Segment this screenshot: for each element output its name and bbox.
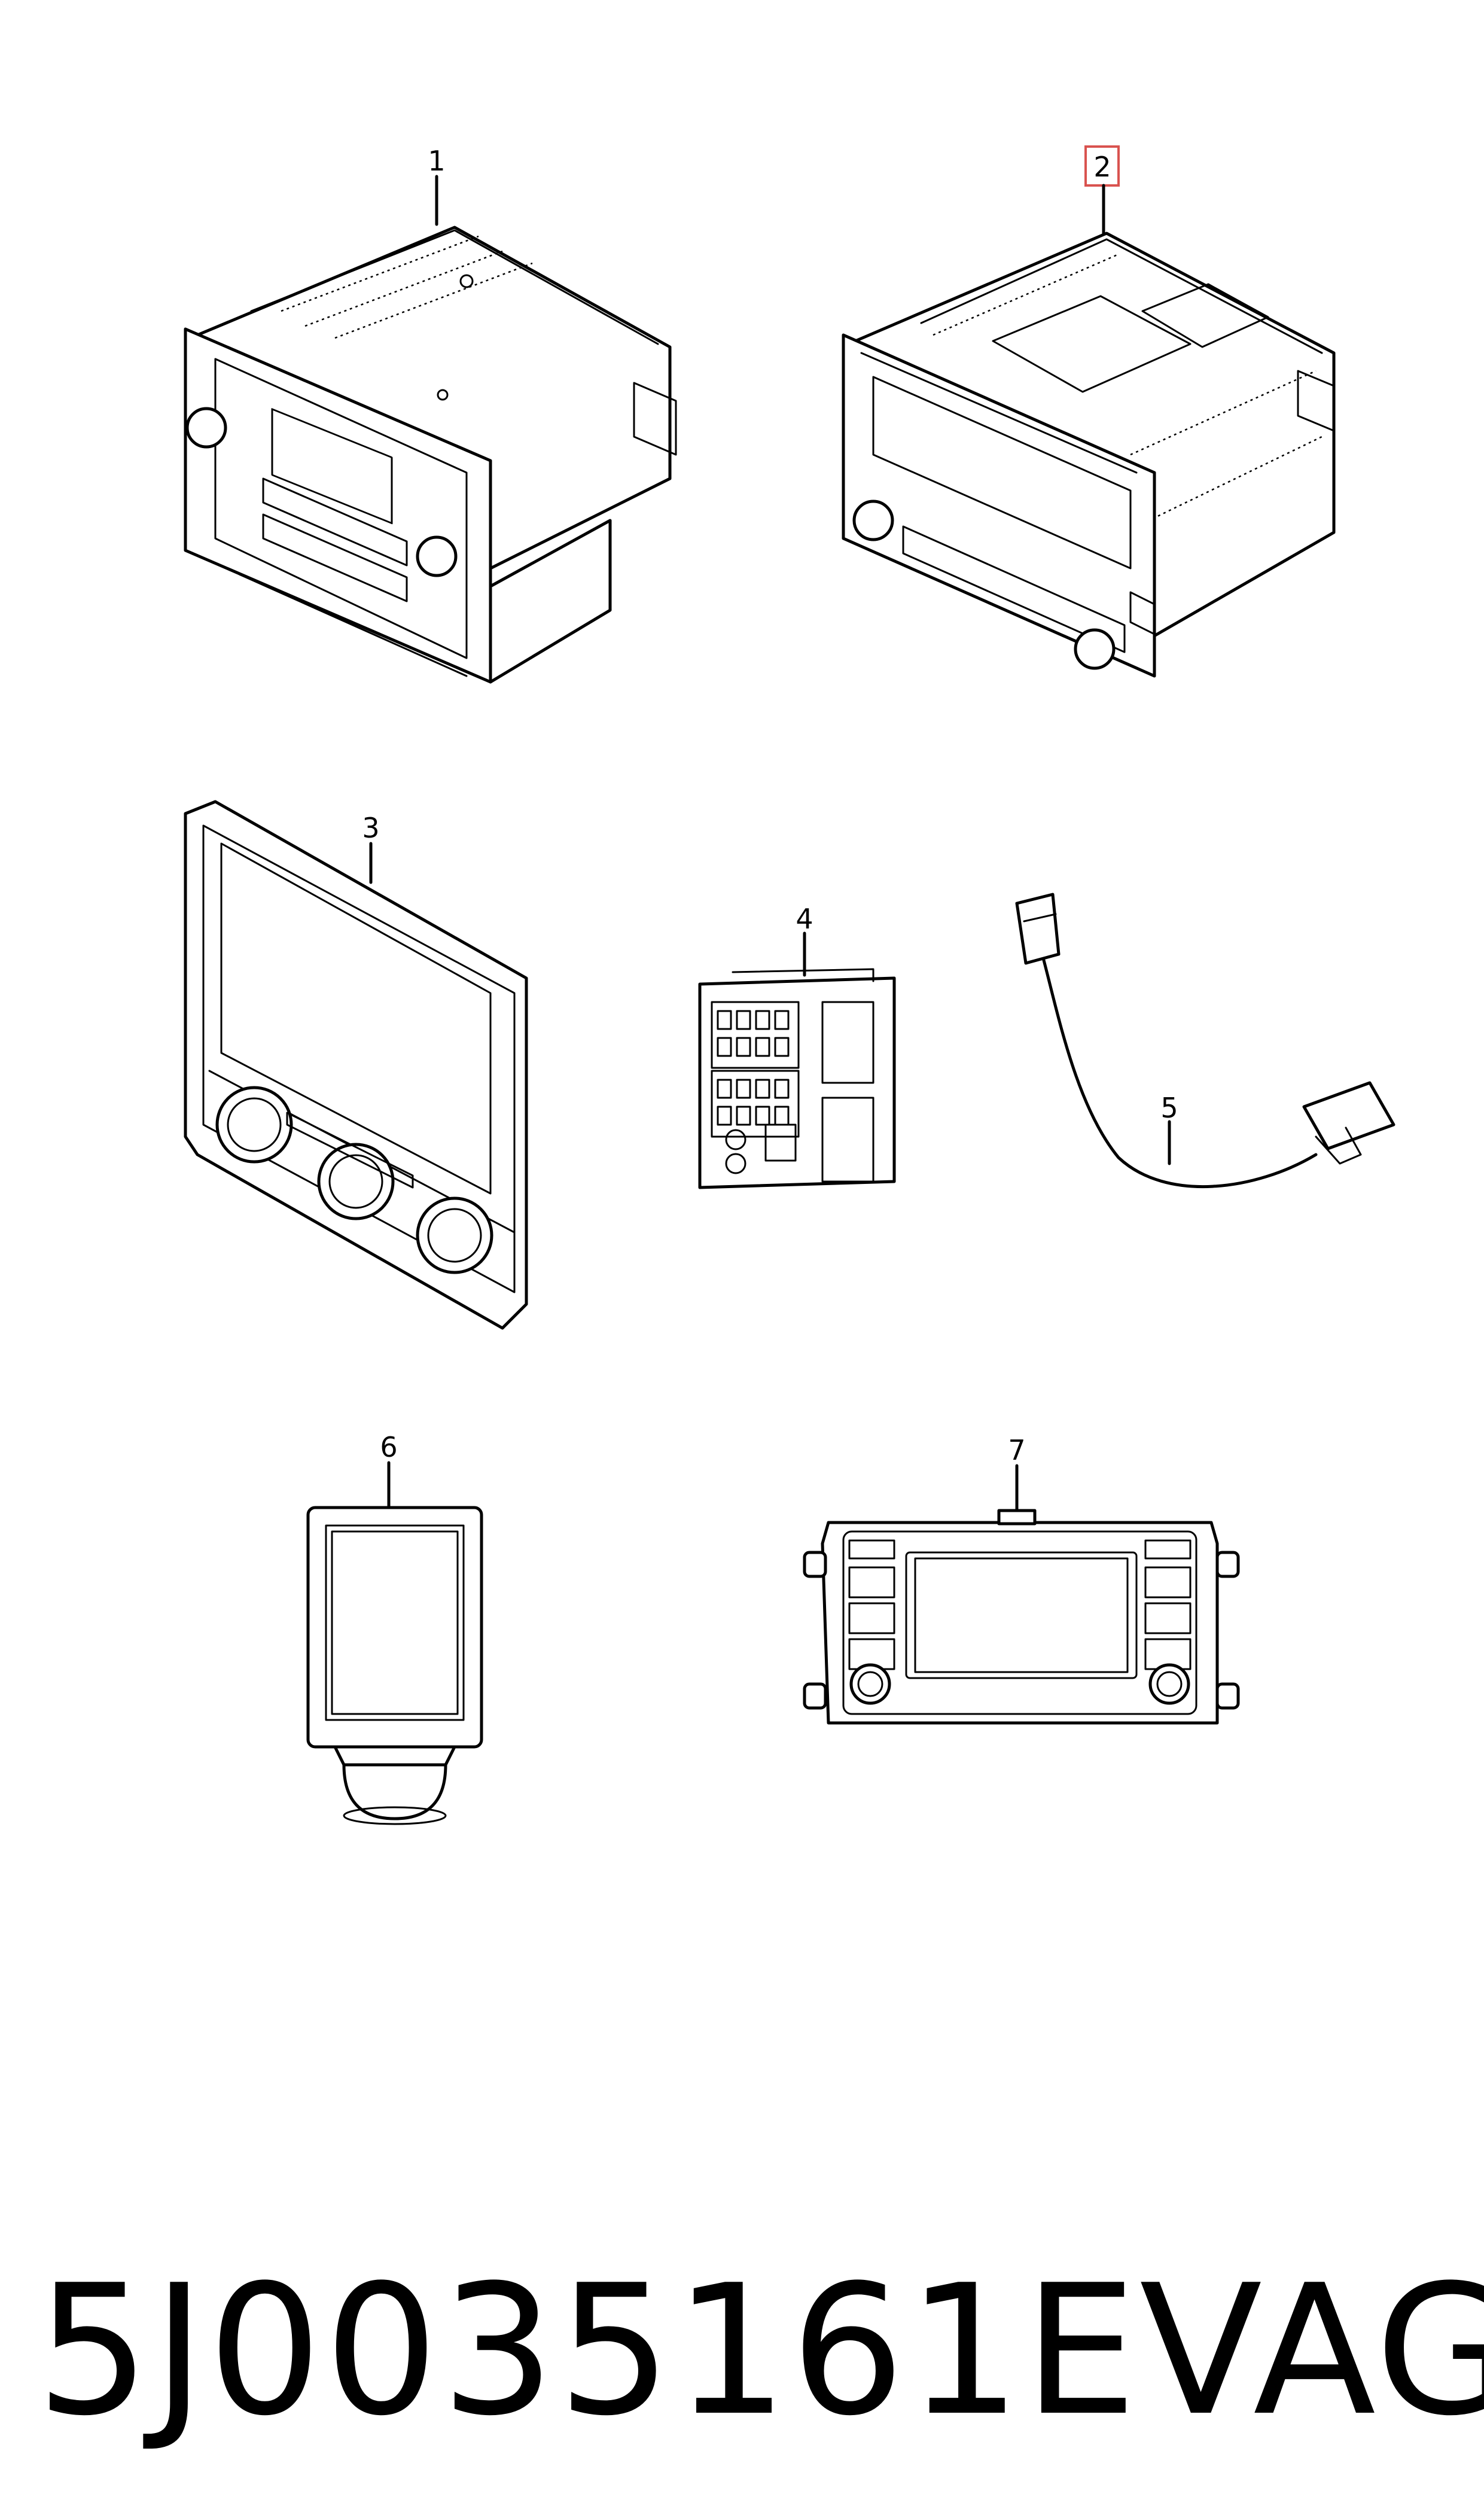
callout-2: 2: [1093, 151, 1111, 183]
callout-4: 4: [796, 903, 813, 935]
part-4-connector-block[interactable]: 4: [698, 903, 896, 1189]
part-1-radio-unit[interactable]: 1: [184, 145, 677, 684]
callout-6: 6: [380, 1431, 397, 1463]
part-2-radio-unit[interactable]: 2: [842, 145, 1336, 678]
part-7-head-unit[interactable]: 7: [803, 1434, 1240, 1725]
part-5-cable[interactable]: 5: [1015, 893, 1395, 1189]
brand-name: VAG: [1139, 2246, 1484, 2455]
footer: 5J0035161E VAG: [36, 2213, 1484, 2489]
part-6-navigation-device[interactable]: 6: [306, 1431, 483, 1825]
callout-7: 7: [1008, 1434, 1025, 1466]
callout-5: 5: [1160, 1092, 1178, 1124]
part-3-trim-panel[interactable]: 3: [184, 800, 528, 1330]
callout-1: 1: [428, 145, 445, 177]
callout-3: 3: [362, 812, 379, 844]
part-number: 5J0035161E: [36, 2246, 1139, 2455]
parts-diagram: 1 2: [184, 145, 1395, 1825]
